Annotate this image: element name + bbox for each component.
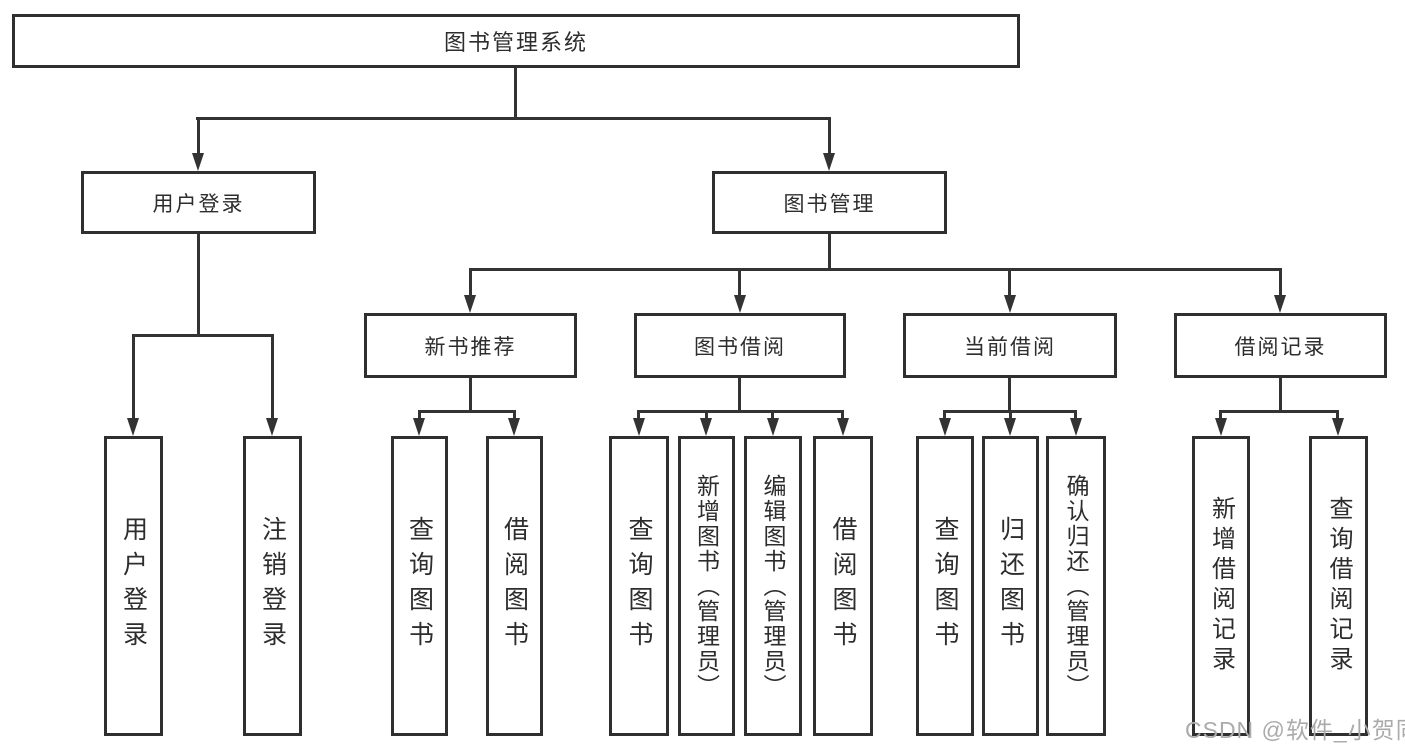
connector-line bbox=[196, 117, 831, 120]
connector-line bbox=[1219, 410, 1339, 413]
leaf-confirm-return-admin: 确认归还（管理员） bbox=[1046, 436, 1106, 736]
connector-line bbox=[513, 410, 516, 419]
connector-line bbox=[1279, 378, 1282, 412]
connector-line bbox=[197, 234, 200, 334]
connector-line bbox=[943, 410, 946, 419]
connector-line bbox=[271, 334, 274, 418]
node-new-book-recommend: 新书推荐 bbox=[364, 313, 577, 378]
leaf-borrow-books: 借阅图书 bbox=[813, 436, 873, 736]
leaf-return-books: 归还图书 bbox=[982, 436, 1039, 736]
connector-line bbox=[1008, 378, 1011, 412]
node-book-management: 图书管理 bbox=[712, 171, 947, 234]
leaf-query-books: 查询图书 bbox=[391, 436, 448, 736]
connector-line bbox=[1279, 268, 1282, 295]
arrow-down-icon bbox=[1004, 418, 1016, 436]
connector-line bbox=[771, 410, 774, 419]
arrow-down-icon bbox=[633, 418, 645, 436]
leaf-logout: 注销登录 bbox=[243, 436, 302, 736]
csdn-watermark: CSDN @软件_小贺同学 bbox=[1185, 717, 1405, 743]
leaf-query-borrow-record: 查询借阅记录 bbox=[1309, 436, 1368, 736]
arrow-down-icon bbox=[1215, 418, 1227, 436]
arrow-down-icon bbox=[837, 418, 849, 436]
arrow-down-icon bbox=[734, 295, 746, 313]
arrow-down-icon bbox=[464, 295, 476, 313]
node-library-management-system: 图书管理系统 bbox=[12, 14, 1020, 68]
connector-line bbox=[841, 410, 844, 419]
connector-line bbox=[418, 410, 516, 413]
connector-line bbox=[132, 334, 274, 337]
leaf-query-books: 查询图书 bbox=[916, 436, 974, 736]
connector-line bbox=[1009, 410, 1012, 419]
arrow-down-icon bbox=[939, 418, 951, 436]
leaf-borrow-books: 借阅图书 bbox=[486, 436, 543, 736]
connector-line bbox=[514, 68, 517, 118]
node-book-borrowing: 图书借阅 bbox=[634, 313, 846, 378]
connector-line bbox=[637, 410, 844, 413]
leaf-user-login: 用户登录 bbox=[104, 436, 163, 736]
node-user-login: 用户登录 bbox=[81, 171, 316, 234]
arrow-down-icon bbox=[1004, 295, 1016, 313]
arrow-down-icon bbox=[266, 418, 278, 436]
arrow-down-icon bbox=[1332, 418, 1344, 436]
connector-line bbox=[469, 268, 472, 295]
connector-line bbox=[637, 410, 640, 419]
connector-line bbox=[418, 410, 421, 419]
connector-line bbox=[738, 378, 741, 412]
leaf-add-borrow-record: 新增借阅记录 bbox=[1192, 436, 1250, 736]
arrow-down-icon bbox=[823, 153, 835, 171]
leaf-add-books-admin: 新增图书（管理员） bbox=[678, 436, 735, 736]
node-borrowing-records: 借阅记录 bbox=[1174, 313, 1387, 378]
connector-line bbox=[197, 117, 200, 153]
arrow-down-icon bbox=[1274, 295, 1286, 313]
connector-line bbox=[738, 268, 741, 295]
arrow-down-icon bbox=[700, 418, 712, 436]
node-current-borrowing: 当前借阅 bbox=[903, 313, 1117, 378]
connector-line bbox=[828, 117, 831, 153]
arrow-down-icon bbox=[413, 418, 425, 436]
connector-line bbox=[1336, 410, 1339, 419]
arrow-down-icon bbox=[192, 153, 204, 171]
connector-line bbox=[1219, 410, 1222, 419]
connector-line bbox=[1074, 410, 1077, 419]
leaf-edit-books-admin: 编辑图书（管理员） bbox=[744, 436, 802, 736]
arrow-down-icon bbox=[767, 418, 779, 436]
connector-line bbox=[1008, 268, 1011, 295]
leaf-query-books: 查询图书 bbox=[609, 436, 669, 736]
connector-line bbox=[705, 410, 708, 419]
connector-line bbox=[469, 268, 1282, 271]
connector-line bbox=[469, 378, 472, 412]
arrow-down-icon bbox=[508, 418, 520, 436]
connector-line bbox=[132, 334, 135, 418]
arrow-down-icon bbox=[1070, 418, 1082, 436]
connector-line bbox=[828, 234, 831, 271]
arrow-down-icon bbox=[127, 418, 139, 436]
